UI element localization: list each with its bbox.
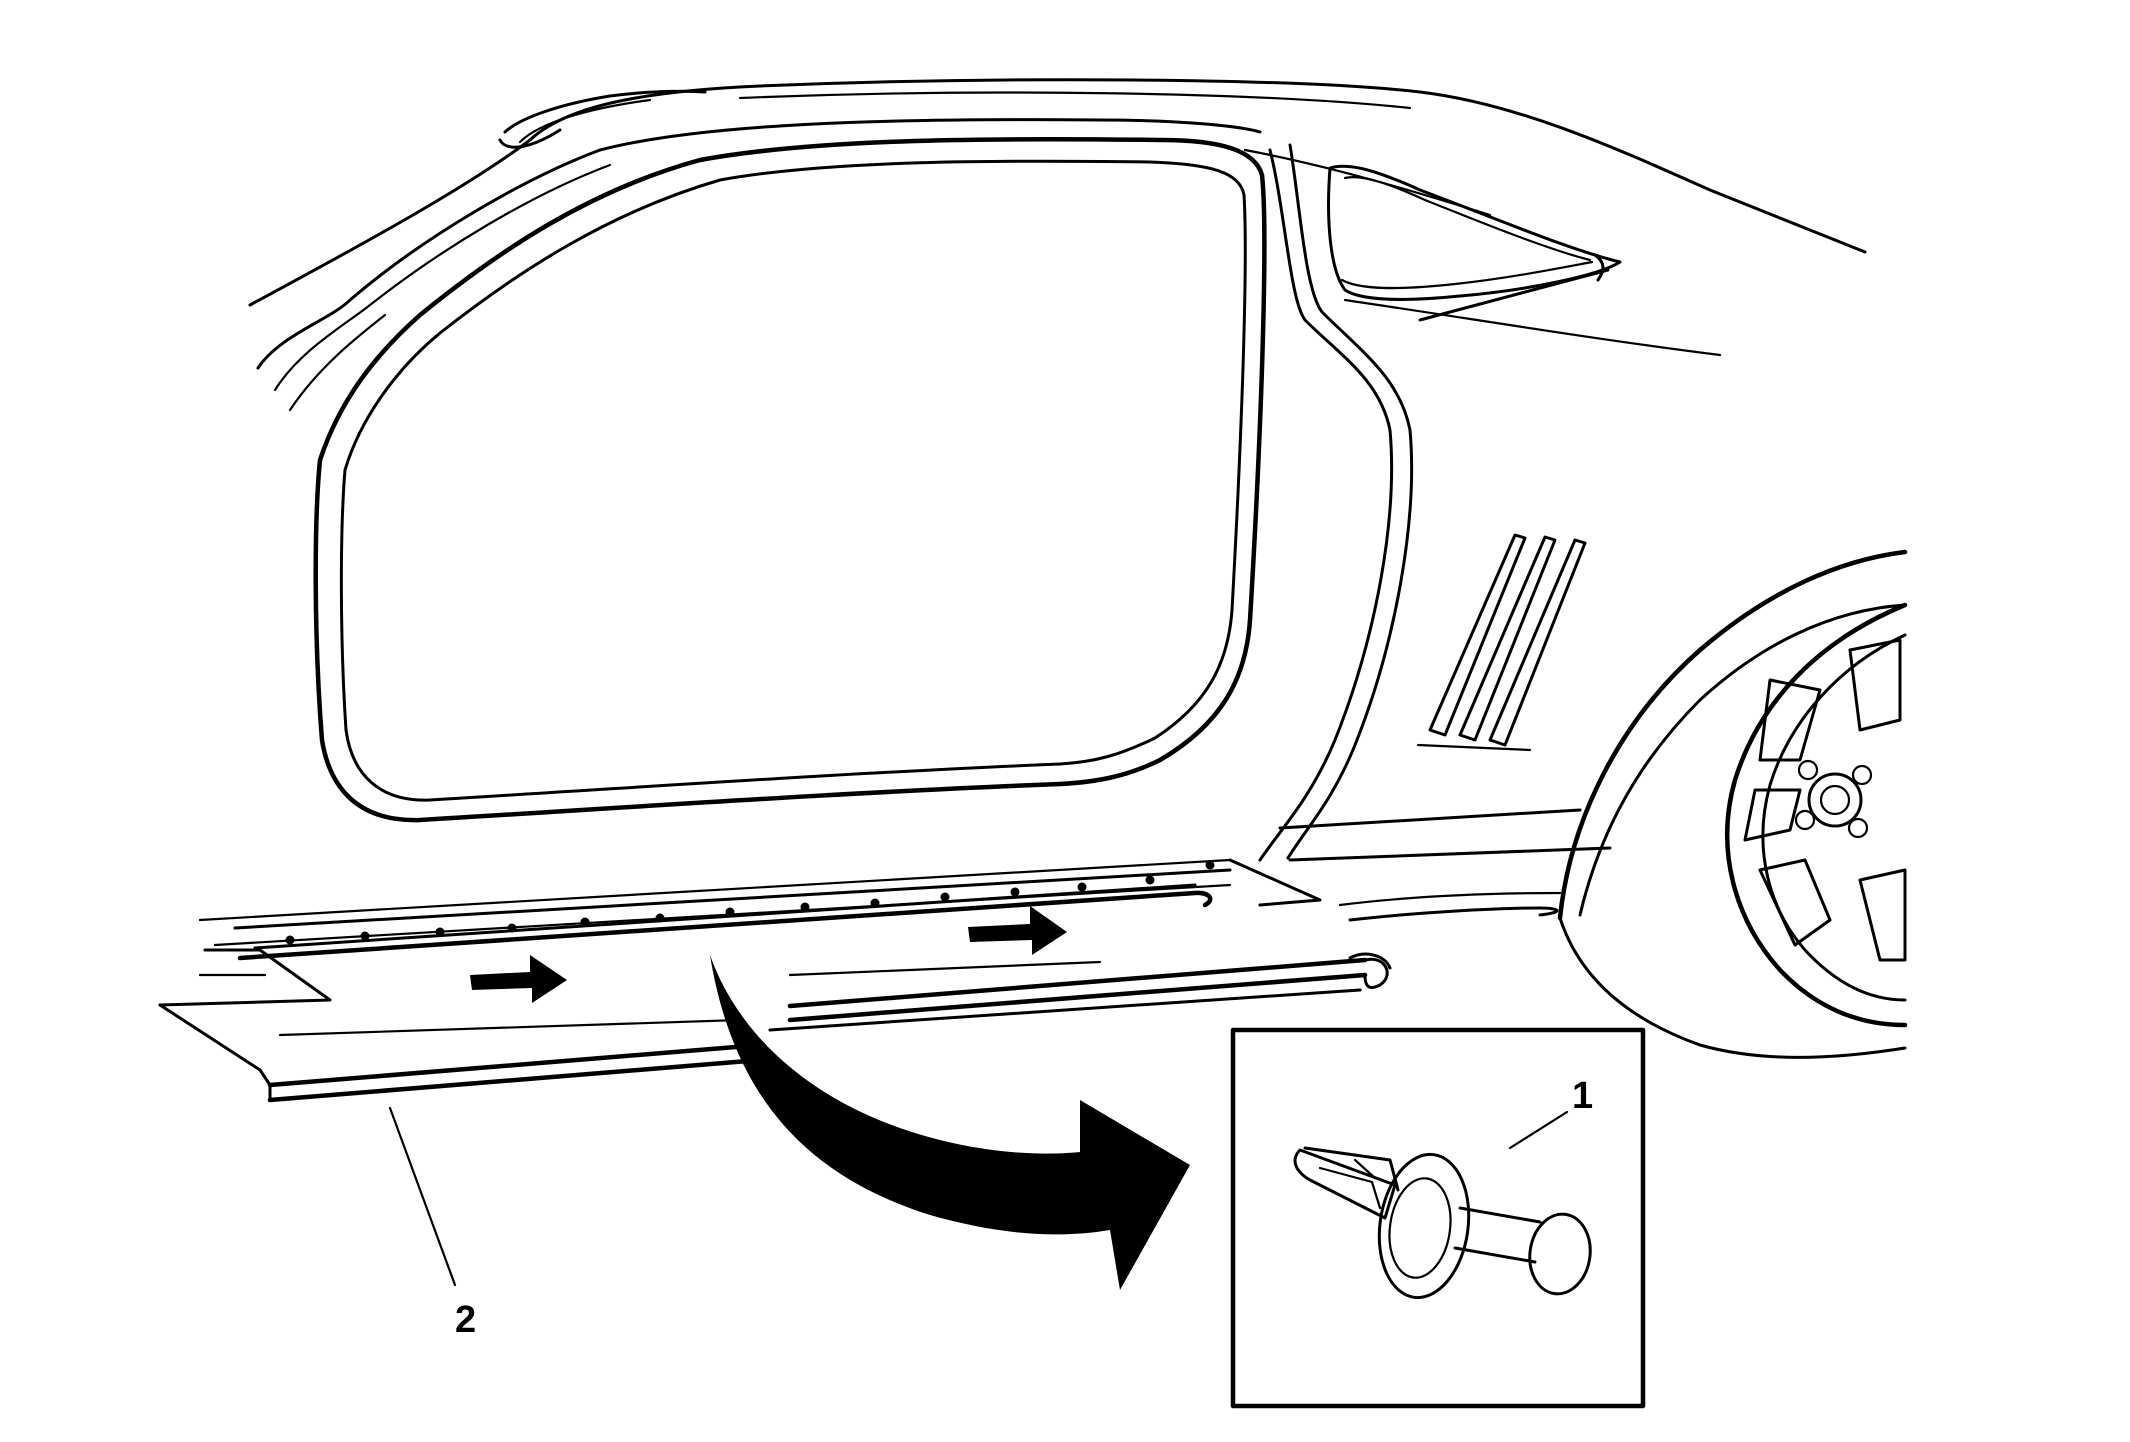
callout-2-label: 2 <box>455 1299 476 1341</box>
callout-2: 2 <box>388 1106 476 1341</box>
push-pin-clip <box>1293 1146 1592 1300</box>
vehicle-body <box>248 78 1908 1059</box>
direction-arrows <box>470 906 1067 1003</box>
sill-area <box>158 858 1322 1037</box>
detail-inset <box>1230 1027 1646 1409</box>
arrow-right-icon <box>470 955 567 1003</box>
arrow-right-icon <box>968 906 1067 955</box>
detail-arrow <box>710 955 1190 1290</box>
callout-1: 1 <box>1508 1075 1593 1150</box>
curved-arrow-icon <box>710 955 1190 1290</box>
rocker-molding <box>158 883 1392 1103</box>
rear-wheel <box>1724 602 1908 1028</box>
callout-1-label: 1 <box>1572 1075 1593 1117</box>
